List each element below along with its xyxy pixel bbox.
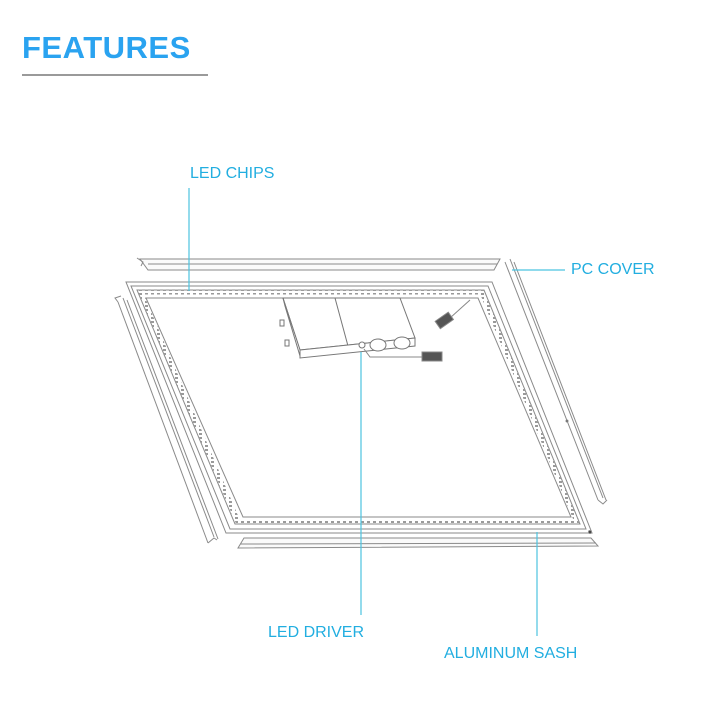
driver-cables <box>363 299 471 362</box>
pc-cover-top <box>136 257 501 271</box>
callout-aluminum-sash: ALUMINUM SASH <box>444 645 578 662</box>
title-underline <box>22 74 208 76</box>
led-driver-box <box>279 297 416 359</box>
leader-lines <box>188 188 565 636</box>
callout-pc-cover: PC COVER <box>571 261 655 278</box>
page-title: FEATURES <box>22 30 191 65</box>
pc-cover-right <box>504 258 608 505</box>
callout-led-driver: LED DRIVER <box>268 624 365 641</box>
callout-led-chips: LED CHIPS <box>190 165 275 182</box>
aluminum-sash-bar <box>237 537 600 549</box>
pc-cover-left <box>114 295 219 544</box>
